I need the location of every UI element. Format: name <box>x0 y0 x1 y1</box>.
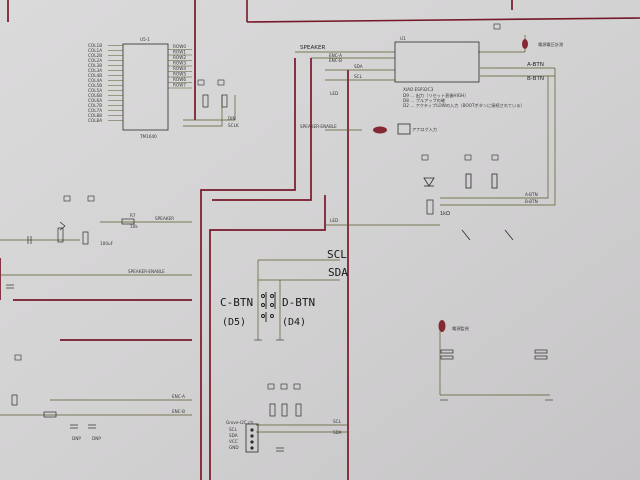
label-dnp-2: DNP <box>92 436 101 441</box>
hand-sda: SDA <box>328 266 348 279</box>
xiao-note-3: D2 … アクティブLOWの入力（BOOTボタンに接続されている） <box>403 102 525 109</box>
handwritten-notes: SCL SDA C-BTN D-BTN (D5) (D4) <box>220 248 348 328</box>
tm1640-name: TM1640 <box>139 134 157 139</box>
tm1640-col-net-label: COL8A <box>88 118 102 123</box>
tm1640-row-net-label: ROW2 <box>173 55 186 60</box>
tm1640-col-net-label: COL4A <box>88 78 102 83</box>
net-speaker-left: SPEAKER <box>155 216 174 221</box>
net-sda-bottom: SDA <box>333 430 342 435</box>
tm1640-left-pins: COL1BCOL1ACOL2BCOL2ACOL3BCOL3ACOL4BCOL4A… <box>88 43 123 123</box>
grove-connector: Grove-I2C ch SCL SDA VCC GND <box>226 420 259 453</box>
net-speaker-enable-left: SPEAKER-ENABLE <box>128 269 165 274</box>
tm1640-col-net-label: COL2B <box>88 53 102 58</box>
label-dnp-1: DNP <box>72 436 81 441</box>
tm1640-col-net-label: COL7A <box>88 108 102 113</box>
net-enc-b-left: ENC-B <box>172 409 185 414</box>
net-scl-top: SCL <box>354 74 363 79</box>
hand-d5: (D5) <box>222 317 246 328</box>
net-b-btn-bottom: B-BTN <box>525 199 538 204</box>
xiao-name: XIAO ESP32C3 <box>403 87 434 92</box>
net-sda-top: SDA <box>354 64 363 69</box>
tm1640-row-net-label: ROW6 <box>173 77 186 82</box>
tm1640-col-net-label: COL7B <box>88 103 102 108</box>
tm1640-row-net-label: ROW4 <box>173 66 186 71</box>
net-b-btn-top: B-BTN <box>527 76 544 82</box>
net-speaker: SPEAKER <box>300 45 325 51</box>
tm1640-col-net-label: COL3A <box>88 68 102 73</box>
tm1640-sclk-label: SCLK <box>228 123 239 128</box>
tm1640-row-net-label: ROW5 <box>173 72 186 77</box>
label-r7-val: 10k <box>130 224 138 229</box>
led-and-buttons <box>423 173 514 241</box>
hand-scl: SCL <box>327 248 347 261</box>
tm1640-ref: U5-1 <box>140 37 150 42</box>
hand-c-btn: C-BTN <box>220 296 253 309</box>
xiao-ref: U1 <box>400 36 406 41</box>
net-a-btn-bottom: A-BTN <box>525 192 538 197</box>
label-analog-input: アナログ入力 <box>412 126 437 133</box>
connector-blobs <box>373 39 528 332</box>
tm1640-col-net-label: COL6B <box>88 93 102 98</box>
tm1640-col-net-label: COL1A <box>88 48 102 53</box>
tm1640-row-net-label: ROW3 <box>173 61 186 66</box>
net-enc-a: ENC-A <box>329 53 342 58</box>
tm1640-din-label: DIN <box>228 116 236 121</box>
label-battery-meter: 電源電圧計測 <box>538 41 563 48</box>
tm1640-col-net-label: COL4B <box>88 73 102 78</box>
hand-d-btn: D-BTN <box>282 296 315 309</box>
xiao-module: U1 XIAO ESP32C3 D9 … 出力（リセット直後HIGH） D8 …… <box>394 36 525 109</box>
main-buses <box>0 0 513 480</box>
sheet-border <box>246 0 640 23</box>
net-a-btn-top: A-BTN <box>527 62 544 68</box>
tm1640-col-net-label: COL1B <box>88 43 102 48</box>
net-scl-bottom: SCL <box>333 419 342 424</box>
label-100uf: 100uF <box>100 241 114 246</box>
xiao-note-2: D8 … プルアップの確 <box>403 97 445 104</box>
tm1640-col-net-label: COL6A <box>88 98 102 103</box>
net-speaker-enable-top: SPEAKER-ENABLE <box>300 124 337 129</box>
tm1640-col-net-label: COL8B <box>88 113 102 118</box>
grove-pin-scl: SCL <box>229 427 238 432</box>
label-r7: R7 <box>130 213 136 218</box>
tm1640-col-net-label: COL5A <box>88 88 102 93</box>
label-power-monitor: 電源監視 <box>452 325 470 332</box>
tm1640-col-net-label: COL3B <box>88 63 102 68</box>
tm1640-ic: U5-1 TM1640 COL1BCOL1ACOL2BCOL2ACOL3BCOL… <box>88 37 239 139</box>
hand-d4: (D4) <box>282 317 306 328</box>
tm1640-row-net-label: ROW1 <box>173 50 186 55</box>
tm1640-col-net-label: COL5B <box>88 83 102 88</box>
net-enc-a-left: ENC-A <box>172 394 185 399</box>
grove-pin-vcc: VCC <box>229 439 238 444</box>
grove-pin-sda: SDA <box>229 433 238 438</box>
tm1640-row-net-label: ROW7 <box>173 83 186 88</box>
tm1640-col-net-label: COL2A <box>88 58 102 63</box>
net-enc-b: ENC-B <box>329 58 342 63</box>
grove-label: Grove-I2C ch <box>226 420 253 425</box>
grove-pin-gnd: GND <box>229 445 239 450</box>
net-led-top: LED <box>330 91 338 96</box>
hand-buttons <box>261 292 276 322</box>
xiao-note-1: D9 … 出力（リセット直後HIGH） <box>403 92 468 99</box>
power-symbols <box>14 23 553 401</box>
tm1640-row-net-label: ROW0 <box>173 44 186 49</box>
label-1kohm: 1kΩ <box>440 211 450 217</box>
passive-components <box>6 94 548 452</box>
net-led-bottom: LED <box>330 218 338 223</box>
signal-wiring <box>0 35 556 433</box>
